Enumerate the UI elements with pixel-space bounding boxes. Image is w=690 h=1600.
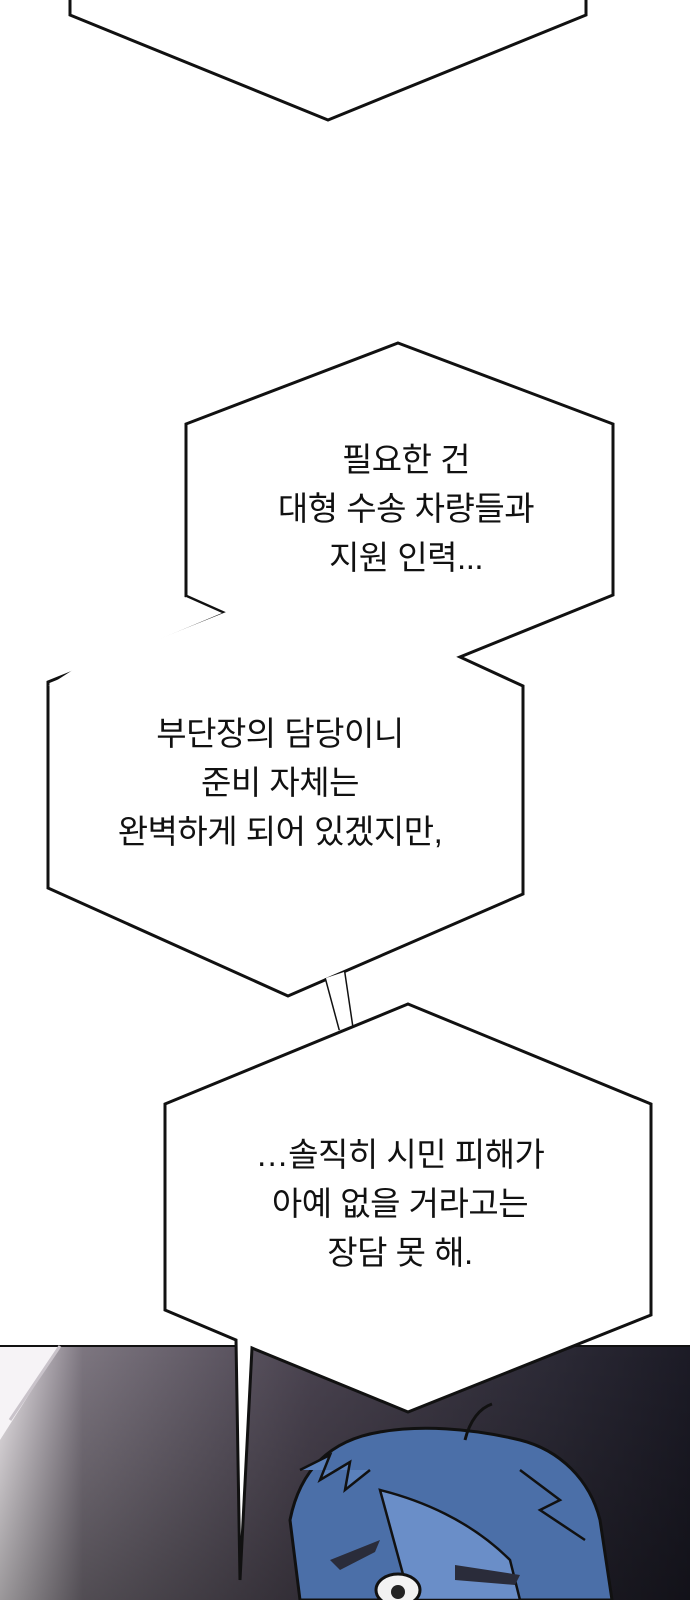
speech-line: 대형 수송 차량들과: [277, 490, 535, 527]
character-head: [288, 1402, 614, 1600]
speech-bubble-3: [163, 1002, 653, 1581]
speech-line: 장담 못 해.: [327, 1234, 473, 1271]
speech-line: 필요한 건: [341, 441, 471, 478]
speech-line: 부단장의 담당이니: [156, 715, 404, 752]
speech-bubble-1: [46, 341, 615, 998]
speech-bubble-top: [68, 0, 588, 122]
speech-line: 준비 자체는: [201, 764, 359, 801]
speech-text-1: 필요한 건 대형 수송 차량들과 지원 인력...: [226, 435, 586, 582]
speech-text-2: 부단장의 담당이니 준비 자체는 완벽하게 되어 있겠지만,: [70, 709, 490, 856]
speech-text-3: …솔직히 시민 피해가 아예 없을 거라고는 장담 못 해.: [210, 1130, 590, 1277]
speech-line: 완벽하게 되어 있겠지만,: [117, 813, 443, 850]
speech-line: …솔직히 시민 피해가: [255, 1136, 545, 1173]
speech-bubble-2: [48, 597, 222, 686]
speech-line: 지원 인력...: [328, 539, 484, 576]
speech-line: 아예 없을 거라고는: [271, 1185, 529, 1222]
